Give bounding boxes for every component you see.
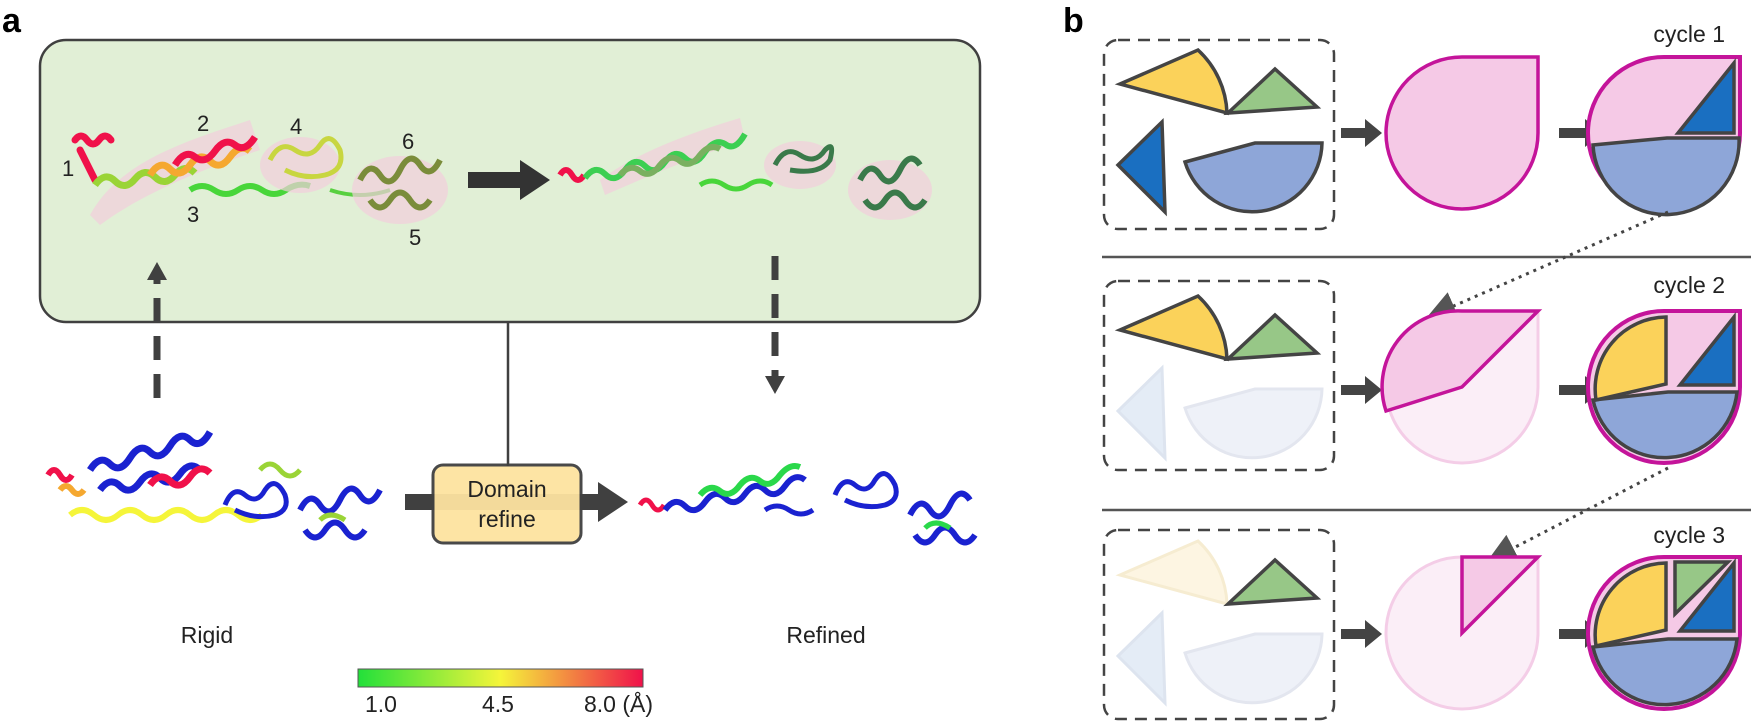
cycle-2-label: cycle 2 [1653,272,1725,298]
protein-rigid [45,430,383,541]
rigid-label: Rigid [181,622,233,648]
colorbar [357,668,644,688]
arrow-1 [1341,620,1382,648]
sector-piece [1114,47,1229,116]
segment-number-4: 4 [290,114,302,139]
cycle-link-2 [1486,466,1669,562]
sector-piece-faded [1115,539,1229,606]
assembled-shape [1586,555,1742,711]
colorbar-tick-max: 8.0 (Å) [584,690,653,717]
arrow-head-up [147,262,167,280]
pieces-box [1102,528,1336,721]
colorbar-tick-min: 1.0 [365,691,397,717]
domain-refine-label-line1: Domain [467,476,546,502]
cycle-3-label: cycle 3 [1653,522,1725,548]
green-triangle-piece [1223,66,1322,116]
cycle-3-row [1102,528,1742,721]
domain-refine-label-line2: refine [478,506,536,532]
colorbar-tick-mid: 4.5 [482,691,514,717]
segment-number-6: 6 [402,129,414,154]
arrow-head-down [765,376,785,394]
remaining-region [1460,555,1543,638]
segment-number-5: 5 [409,225,421,250]
cycle-2-row [1102,279,1742,472]
segment-number-3: 3 [187,202,199,227]
protein-refined [637,463,978,546]
segment-number-2: 2 [197,111,209,136]
protein-refined-fit [557,118,932,220]
arrow-1 [1341,376,1382,404]
blue-triangle-piece-faded [1115,609,1167,707]
blue-triangle-piece [1115,117,1167,217]
arrow-1 [1341,119,1382,147]
semicircle-piece [1182,141,1324,214]
target-shape [1384,55,1540,211]
blue-triangle-piece-faded [1115,364,1167,462]
domain-refine-box [431,463,583,545]
cycle-link-1 [1426,210,1669,320]
refined-label: Refined [786,622,865,648]
semicircle-piece-faded [1183,387,1324,460]
pieces-box [1102,279,1336,472]
semicircle-piece-faded [1183,632,1324,705]
sector-piece [1114,293,1229,362]
segment-number-1: 1 [62,156,74,181]
panel-b-letter: b [1063,2,1084,40]
cycle-1-row [1102,38,1742,231]
remaining-region [1380,309,1543,414]
assembled-shape [1586,55,1742,217]
cycle-1-label: cycle 1 [1653,21,1725,47]
pieces-box [1102,38,1336,231]
protein-rigid-fit [71,120,448,225]
assembled-shape [1586,309,1742,465]
green-triangle-piece [1223,312,1322,362]
green-triangle-piece [1223,557,1322,607]
refine-arrow [468,160,550,200]
panel-a-letter: a [2,2,22,40]
